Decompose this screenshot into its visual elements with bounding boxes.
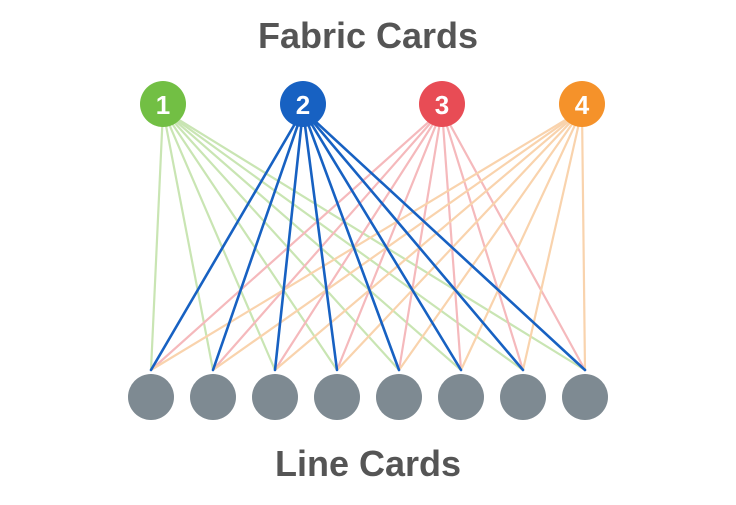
fabric-cards-layer: 1 2 3 4 (140, 81, 605, 127)
link-fabric-4-line-5 (397, 108, 584, 372)
link-fabric-1-line-5 (161, 108, 401, 372)
link-fabric-2-line-5 (301, 108, 401, 372)
line-card-7 (500, 374, 546, 420)
link-fabric-3-line-3 (273, 108, 444, 372)
fabric-card-1: 1 (140, 81, 186, 127)
fabric-card-circle (280, 81, 326, 127)
fabric-card-label: 4 (575, 90, 590, 120)
link-fabric-3-line-7 (440, 108, 525, 372)
line-card-2 (190, 374, 236, 420)
fabric-card-2: 2 (280, 81, 326, 127)
fabric-card-circle (559, 81, 605, 127)
line-card-8 (562, 374, 608, 420)
link-fabric-1-line-7 (161, 108, 525, 372)
link-fabric-1-line-1 (149, 108, 165, 372)
link-fabric-1-line-2 (161, 108, 215, 372)
line-card-1 (128, 374, 174, 420)
line-card-3 (252, 374, 298, 420)
link-fabric-4-line-3 (273, 108, 584, 372)
link-fabric-2-line-7 (301, 108, 525, 372)
link-fabric-4-line-4 (335, 108, 584, 372)
line-cards-layer (128, 374, 608, 420)
line-card-6 (438, 374, 484, 420)
link-fabric-2-line-8 (301, 108, 587, 372)
link-fabric-3-line-2 (211, 108, 444, 372)
line-card-4 (314, 374, 360, 420)
fabric-card-label: 2 (296, 90, 310, 120)
link-fabric-1-line-8 (161, 108, 587, 372)
link-fabric-1-line-3 (161, 108, 277, 372)
link-fabric-3-line-1 (149, 108, 444, 372)
link-fabric-3-line-8 (440, 108, 587, 372)
link-fabric-3-line-6 (440, 108, 463, 372)
link-fabric-4-line-6 (459, 108, 584, 372)
link-fabric-3-line-5 (397, 108, 444, 372)
diagram-title: Fabric Cards (258, 15, 478, 56)
link-fabric-4-line-7 (521, 108, 584, 372)
link-fabric-2-line-1 (149, 108, 305, 372)
link-fabric-4-line-8 (580, 108, 587, 372)
diagram-footer: Line Cards (275, 443, 461, 484)
fabric-card-circle (140, 81, 186, 127)
link-fabric-1-line-6 (161, 108, 463, 372)
line-card-5 (376, 374, 422, 420)
link-fabric-4-line-2 (211, 108, 584, 372)
fabric-card-label: 3 (435, 90, 449, 120)
link-fabric-3-line-4 (335, 108, 444, 372)
fabric-card-3: 3 (419, 81, 465, 127)
fabric-card-circle (419, 81, 465, 127)
link-fabric-2-line-2 (211, 108, 305, 372)
links-layer (149, 108, 587, 372)
link-fabric-2-line-6 (301, 108, 463, 372)
link-fabric-1-line-4 (161, 108, 339, 372)
link-fabric-4-line-1 (149, 108, 584, 372)
fabric-card-label: 1 (156, 90, 170, 120)
link-fabric-2-line-3 (273, 108, 305, 372)
link-fabric-2-line-4 (301, 108, 339, 372)
fabric-card-4: 4 (559, 81, 605, 127)
